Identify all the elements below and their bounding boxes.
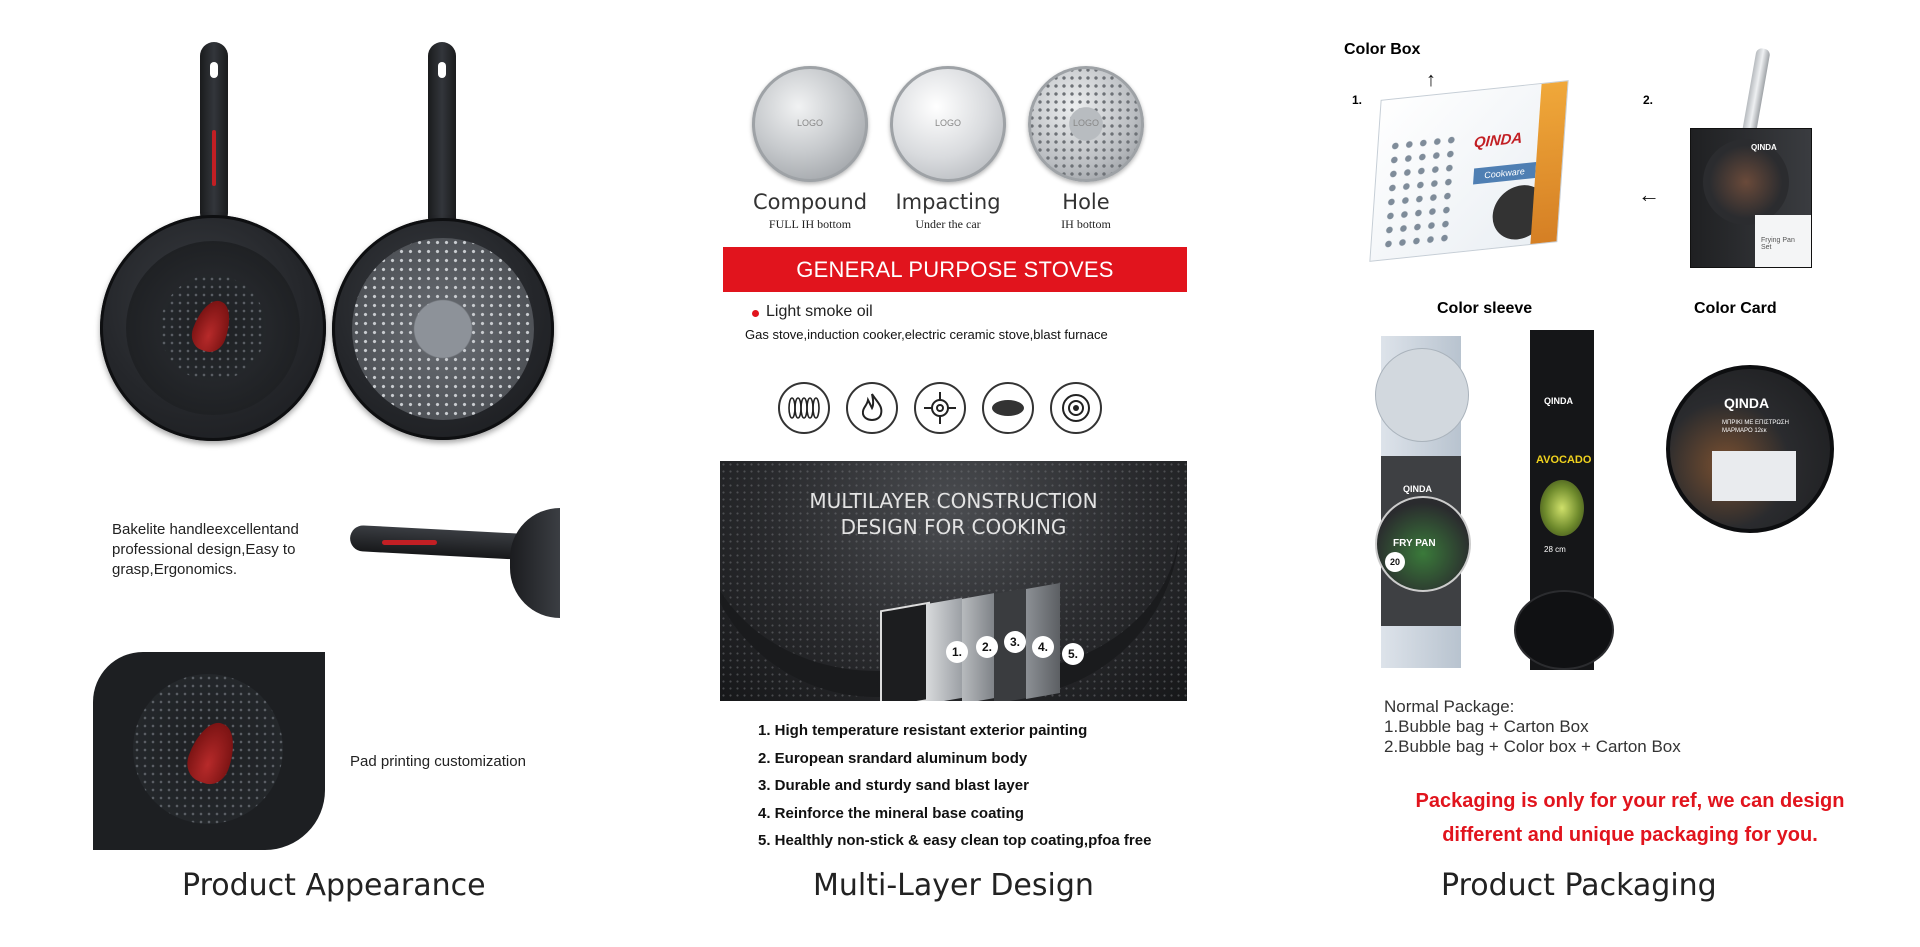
bottom-sub-compound: FULL IH bottom [768, 217, 852, 231]
sleeve-label-circle [1375, 496, 1471, 592]
box-side-panel [1530, 81, 1568, 244]
box-number-1: 1. [1352, 93, 1363, 107]
stove-list: Gas stove,induction cooker,electric cera… [745, 327, 1108, 342]
box-brand: QINDA [1473, 129, 1523, 152]
bottom-name-compound: Compound [752, 190, 868, 214]
bottom-disc-hole: LOGO [1028, 66, 1144, 182]
smoke-oil-label: Light smoke oil [766, 303, 873, 320]
construction-headline-1: MULTILAYER CONSTRUCTION [809, 489, 1098, 513]
color-box-1: QINDA Cookware [1369, 80, 1569, 262]
box2-window [1703, 139, 1789, 225]
packaging-note: Packaging is only for your ref, we can d… [1370, 784, 1890, 852]
disc-logo: LOGO [1072, 118, 1099, 128]
column-title-appearance: Product Appearance [182, 868, 486, 903]
card-white-panel [1712, 451, 1796, 501]
layer-item: 4. Reinforce the mineral base coating [758, 804, 1024, 822]
ceramic-plate-icon [982, 382, 1034, 434]
up-arrow-icon: ↑ [1426, 69, 1436, 91]
sleeve2-circle [1514, 590, 1614, 670]
layer-number: 5. [1062, 643, 1084, 665]
pad-print-text: Pad printing customization [350, 753, 526, 770]
handle-hang-hole [210, 62, 218, 78]
box2-white-panel [1755, 215, 1811, 267]
layer-list: 1. High temperature resistant exterior p… [758, 717, 1151, 855]
sleeve-brand: QINDA [1403, 484, 1432, 494]
layer-number: 4. [1032, 636, 1054, 658]
bottom-name-hole: Hole [1062, 190, 1110, 214]
normal-package-block: Normal Package: 1.Bubble bag + Carton Bo… [1384, 697, 1681, 757]
column-title-packaging: Product Packaging [1441, 868, 1717, 903]
sleeve2-brand: QINDA [1544, 396, 1573, 406]
color-card: QINDA ΜΠΡΙΚΙ ΜΕ ΕΠΙΣΤΡΩΣΗ ΜΑΡΜΑΡΟ 12εκ [1666, 365, 1834, 533]
left-arrow-icon: ← [1638, 182, 1660, 207]
box-tag: Cookware [1473, 161, 1537, 185]
packaging-note-line-1: Packaging is only for your ref, we can d… [1415, 790, 1845, 812]
card-brand: QINDA [1724, 395, 1770, 411]
induction-coil-icon [778, 382, 830, 434]
pan-handle-over-box [1741, 47, 1771, 139]
hob-icon [1050, 382, 1102, 434]
pan-back [332, 218, 554, 440]
layer-item: 5. Healthly non-stick & easy clean top c… [758, 832, 1152, 849]
sleeve-size: 20 [1385, 552, 1405, 572]
handle-red-stripe [382, 540, 437, 545]
color-box-2: QINDA Frying Pan Set [1690, 128, 1812, 268]
sleeve-product: FRY PAN [1393, 538, 1436, 549]
box-number-2: 2. [1643, 93, 1654, 107]
layer-number: 1. [946, 641, 968, 663]
disc-logo: LOGO [934, 118, 961, 128]
box-icons-grid [1381, 132, 1459, 250]
color-sleeve-1: QINDA FRY PAN 20 [1375, 336, 1471, 668]
normal-package-2: 2.Bubble bag + Color box + Carton Box [1384, 737, 1681, 756]
card-text: ΜΠΡΙΚΙ ΜΕ ΕΠΙΣΤΡΩΣΗ ΜΑΡΜΑΡΟ 12εκ [1722, 420, 1789, 434]
handle-hang-hole [438, 62, 446, 78]
flame-icon [846, 382, 898, 434]
bottom-sub-hole: IH bottom [1061, 217, 1111, 231]
layer-number: 3. [1004, 631, 1026, 653]
column-title-multilayer: Multi-Layer Design [813, 868, 1094, 903]
color-box-label: Color Box [1344, 41, 1421, 58]
layer-item: 1. High temperature resistant exterior p… [758, 722, 1088, 739]
box2-label: Frying Pan Set [1761, 237, 1795, 251]
bottom-disc-impacting: LOGO [890, 66, 1006, 182]
sleeve2-product: AVOCADO [1536, 454, 1592, 466]
sleeve2-size: 28 cm [1544, 545, 1566, 554]
pan-rim-closeup [510, 508, 560, 618]
normal-package-1: 1.Bubble bag + Carton Box [1384, 717, 1589, 736]
bullet-dot [752, 310, 759, 317]
avocado-image [1540, 480, 1584, 536]
bottom-disc-compound: LOGO [752, 66, 868, 182]
layer-1 [880, 601, 930, 701]
sleeve-circle [1375, 348, 1469, 442]
layer-number: 2. [976, 636, 998, 658]
color-sleeve-label: Color sleeve [1437, 300, 1533, 317]
handle-text: Bakelite handleexcellentand professional… [112, 521, 299, 578]
box2-brand: QINDA [1751, 143, 1777, 152]
packaging-note-line-2: different and unique packaging for you. [1442, 824, 1818, 846]
pad-print-closeup [93, 652, 325, 850]
layer-item: 2. European srandard aluminum body [758, 749, 1028, 767]
color-card-label: Color Card [1694, 300, 1777, 317]
layer-item: 3. Durable and sturdy sand blast layer [758, 777, 1029, 794]
pan-front [100, 215, 326, 441]
color-sleeve-2: QINDA AVOCADO 28 cm [1514, 330, 1614, 670]
bottom-sub-impacting: Under the car [915, 217, 981, 231]
construction-image: MULTILAYER CONSTRUCTION DESIGN FOR COOKI… [720, 461, 1187, 701]
handle-red-stripe [212, 130, 216, 186]
gas-burner-icon [914, 382, 966, 434]
disc-logo: LOGO [796, 118, 823, 128]
stoves-banner: GENERAL PURPOSE STOVES [723, 247, 1187, 292]
normal-package-title: Normal Package: [1384, 697, 1515, 716]
bottom-name-impacting: Impacting [895, 190, 1001, 214]
